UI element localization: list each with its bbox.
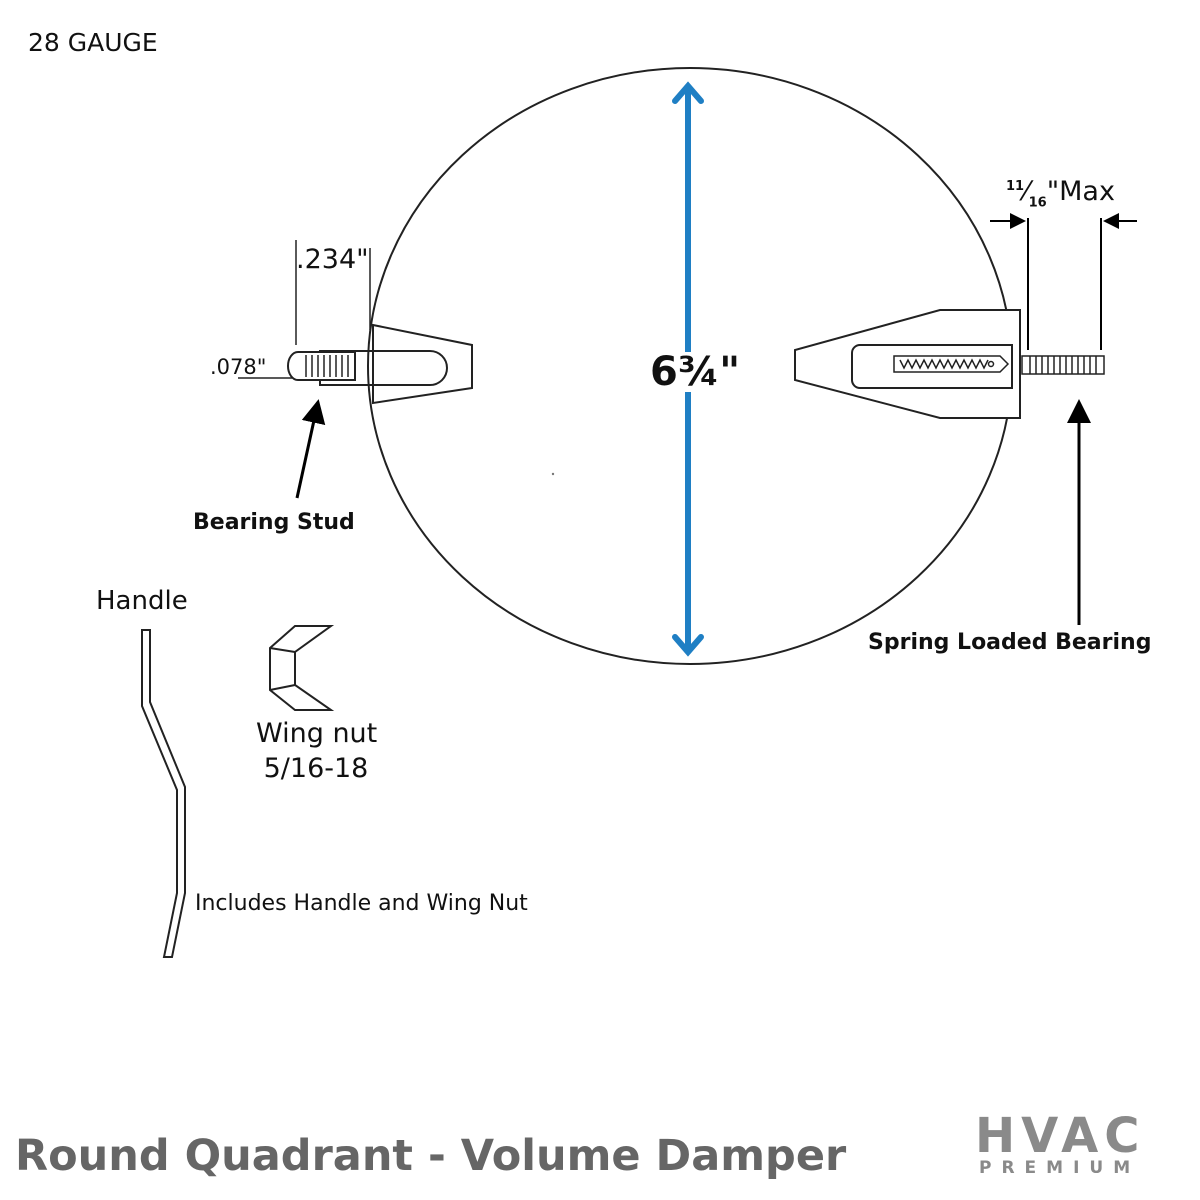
spring-bearing-shaft — [1021, 355, 1105, 375]
brand-logo: HVAC PREMIUM — [975, 1112, 1180, 1180]
spring — [893, 355, 1010, 373]
max-extension-label: 11⁄16"Max — [1006, 176, 1115, 211]
wing-nut-name: Wing nut — [256, 718, 378, 749]
bearing-stud-label: Bearing Stud — [193, 510, 355, 535]
bearing-stud-pointer — [295, 399, 326, 499]
stud-diameter-label: .078" — [210, 355, 267, 379]
wing-nut-label: Wing nut 5/16-18 — [256, 718, 378, 784]
speck — [551, 472, 555, 476]
handle-label: Handle — [96, 586, 188, 616]
spring-bearing-label: Spring Loaded Bearing — [868, 630, 1152, 655]
max-numerator: 11 — [1006, 179, 1025, 194]
stud-length-dimension — [295, 240, 371, 345]
stud-length-label: .234" — [296, 244, 369, 275]
diameter-label: 6¾" — [648, 349, 743, 395]
logo-word: HVAC — [975, 1108, 1146, 1164]
max-suffix: "Max — [1046, 176, 1115, 207]
handle-drawing — [141, 629, 186, 958]
right-bracket — [794, 309, 1021, 419]
wing-nut-drawing — [269, 625, 335, 711]
wing-nut-size: 5/16-18 — [263, 753, 369, 784]
max-dimension — [990, 213, 1137, 350]
logo-subword: PREMIUM — [979, 1158, 1141, 1178]
gauge-label: 28 GAUGE — [28, 28, 158, 57]
includes-note: Includes Handle and Wing Nut — [195, 891, 528, 916]
max-denominator: 16 — [1028, 195, 1047, 211]
page-title: Round Quadrant - Volume Damper — [15, 1131, 847, 1181]
left-bracket — [319, 323, 473, 405]
bearing-stud — [287, 351, 356, 381]
